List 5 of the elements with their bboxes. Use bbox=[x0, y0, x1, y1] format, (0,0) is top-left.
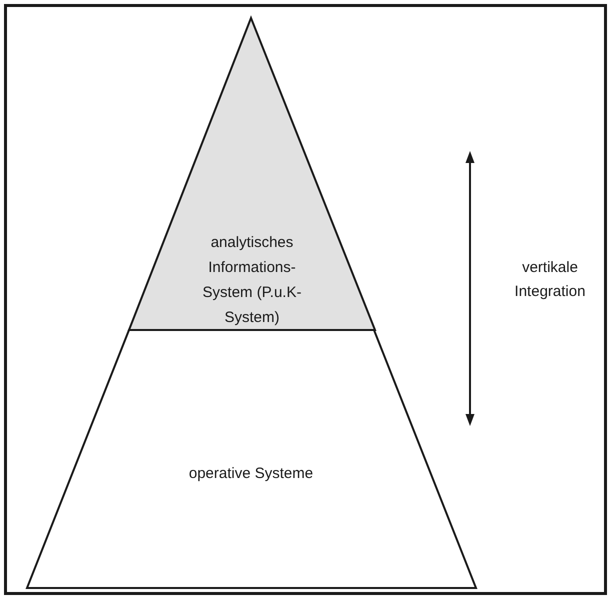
pyramid-base-section bbox=[27, 330, 476, 588]
section-label: analytisches Informations- System (P.u.K-System) bbox=[202, 233, 302, 328]
pyramid-top-section bbox=[129, 16, 375, 330]
side-label: vertikale Integration bbox=[514, 258, 586, 302]
section-label: operative Systeme bbox=[188, 464, 314, 484]
